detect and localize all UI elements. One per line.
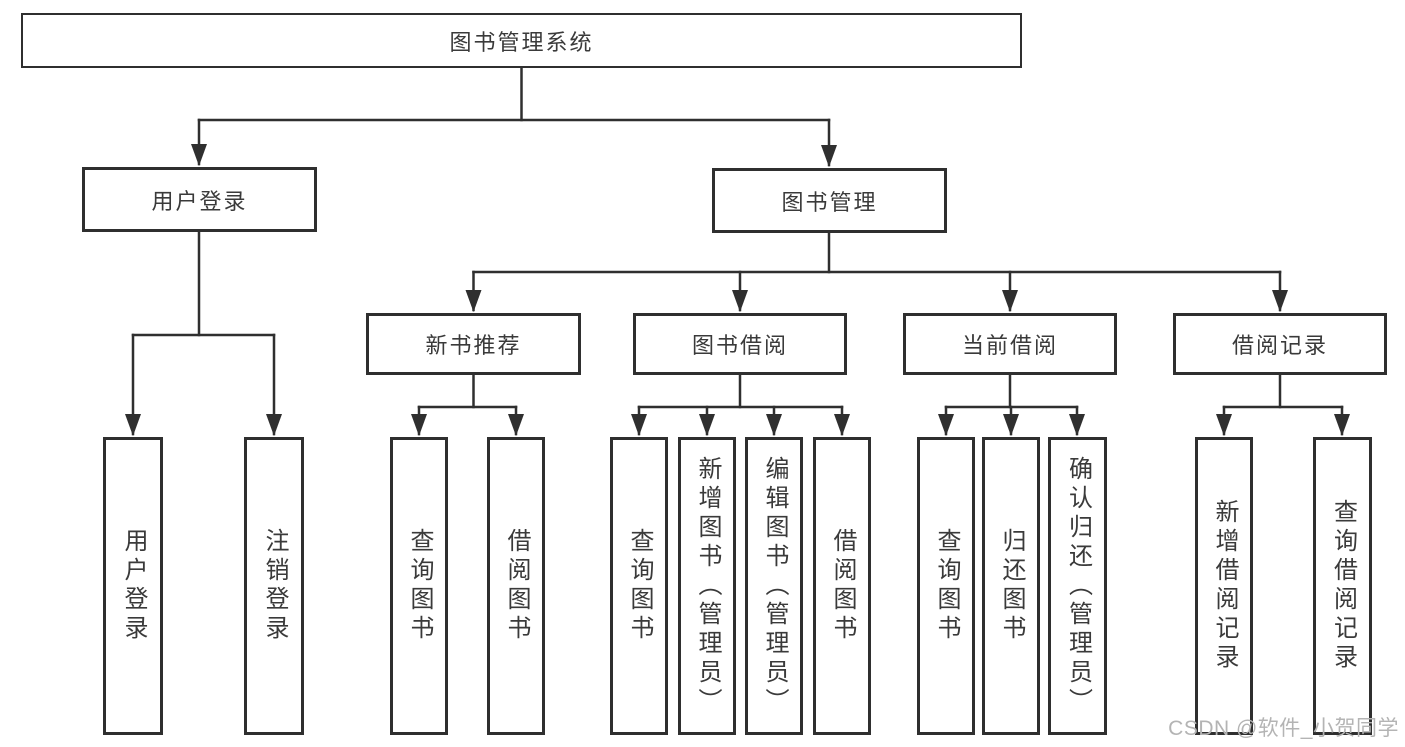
node-label: 借阅记录 <box>1231 333 1328 358</box>
node-book-borrowing: 图书借阅 <box>633 313 847 375</box>
leaf-query-books-borrowing: 查询图书 <box>610 437 668 735</box>
leaf-label: 确认归还（管理员） <box>1064 455 1092 717</box>
leaf-label: 新增图书（管理员） <box>694 455 721 717</box>
node-label: 用户登录 <box>151 188 248 214</box>
leaf-label: 查询图书 <box>406 528 433 644</box>
node-label: 图书管理系统 <box>449 29 594 55</box>
leaf-label: 注销登录 <box>261 528 288 644</box>
leaf-borrow-books-borrowing: 借阅图书 <box>813 437 871 735</box>
leaf-query-books-current: 查询图书 <box>917 437 975 735</box>
leaf-edit-book-admin: 编辑图书（管理员） <box>745 437 803 735</box>
leaf-label: 新增借阅记录 <box>1211 499 1238 673</box>
leaf-label: 借阅图书 <box>503 528 530 644</box>
leaf-label: 查询图书 <box>626 528 653 644</box>
leaf-add-book-admin: 新增图书（管理员） <box>678 437 736 735</box>
leaf-label: 查询图书 <box>933 528 960 644</box>
node-user-login: 用户登录 <box>82 167 317 232</box>
leaf-query-books-recommend: 查询图书 <box>390 437 448 735</box>
csdn-watermark: CSDN @软件_小贺同学 <box>1168 717 1399 740</box>
node-label: 图书借阅 <box>691 333 788 358</box>
node-label: 新书推荐 <box>425 333 522 358</box>
leaf-return-books: 归还图书 <box>982 437 1040 735</box>
leaf-query-borrow-record: 查询借阅记录 <box>1313 437 1372 735</box>
node-new-book-recommendation: 新书推荐 <box>366 313 581 375</box>
node-borrowing-records: 借阅记录 <box>1173 313 1387 375</box>
leaf-user-login: 用户登录 <box>103 437 163 735</box>
leaf-borrow-books-recommend: 借阅图书 <box>487 437 545 735</box>
leaf-label: 查询借阅记录 <box>1329 499 1357 673</box>
node-label: 图书管理 <box>781 189 878 215</box>
leaf-label: 归还图书 <box>998 528 1025 644</box>
node-book-management: 图书管理 <box>712 168 947 233</box>
node-label: 当前借阅 <box>961 333 1058 358</box>
leaf-label: 借阅图书 <box>829 528 856 644</box>
leaf-add-borrow-record: 新增借阅记录 <box>1195 437 1253 735</box>
leaf-label: 用户登录 <box>120 528 147 644</box>
node-current-borrowing: 当前借阅 <box>903 313 1117 375</box>
leaf-label: 编辑图书（管理员） <box>761 455 788 717</box>
node-library-management-system: 图书管理系统 <box>21 13 1022 68</box>
leaf-logout: 注销登录 <box>244 437 304 735</box>
leaf-confirm-return-admin: 确认归还（管理员） <box>1048 437 1107 735</box>
